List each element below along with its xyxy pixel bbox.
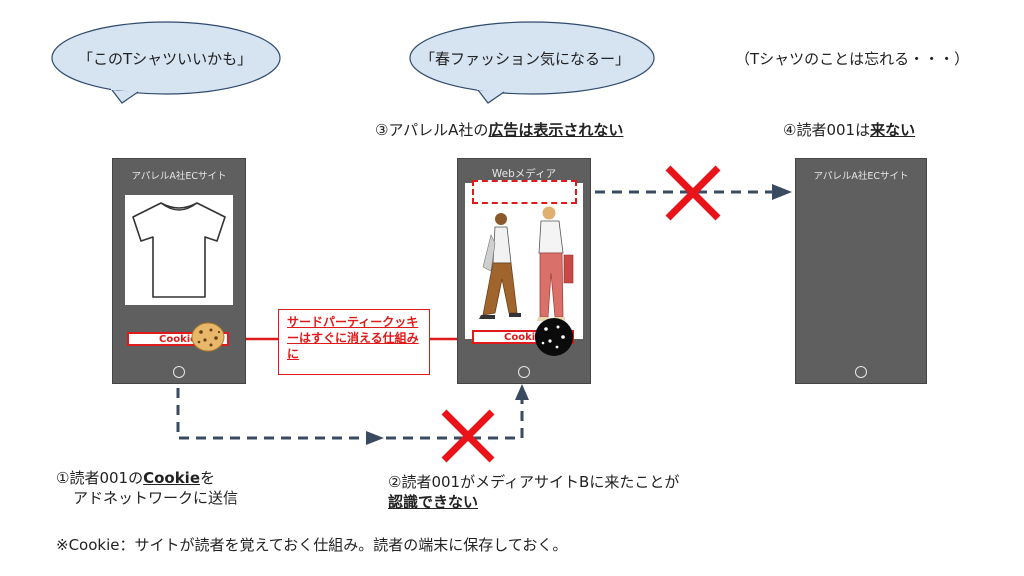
arrowhead-right-1: [366, 431, 384, 445]
speech-bubble-middle: [409, 21, 655, 104]
step4-prefix: ④読者001は: [783, 121, 871, 139]
step4-bold: 来ない: [870, 121, 916, 139]
step1-prefix: ①読者001の: [56, 469, 144, 487]
home-button[interactable]: [173, 366, 185, 378]
fashion-models-image: [465, 183, 583, 339]
phone-ec-site-right: アパレルA社ECサイト: [795, 158, 927, 384]
tshirt-image: [125, 195, 233, 305]
arrowhead-up: [515, 384, 529, 400]
step1-caption: ①読者001のCookieを アドネットワークに送信: [56, 468, 238, 508]
phone-ec-site: アパレルA社ECサイト Cookie: [112, 158, 246, 384]
step1-line2: アドネットワークに送信: [73, 489, 239, 507]
burnt-cookie-icon: [534, 317, 574, 357]
phone-ec-title-right: アパレルA社ECサイト: [813, 171, 909, 182]
step1-suffix: を: [200, 469, 216, 487]
step1-bold: Cookie: [143, 469, 200, 487]
home-button[interactable]: [855, 366, 867, 378]
step4-heading: ④読者001は来ない: [783, 119, 915, 140]
cookie-icon: [191, 322, 225, 352]
bubble-left-text: 「このTシャツいいかも」: [78, 50, 253, 68]
third-party-cookie-note: サードパーティークッキーはすぐに消える仕組みに: [278, 309, 430, 375]
phone-web-media: Webメディア Cookie: [457, 158, 591, 384]
ad-slot-empty: [472, 180, 577, 204]
step3-prefix: ③アパレルA社の: [375, 121, 489, 139]
step2-line1: ②読者001がメディアサイトBに来たことが: [388, 473, 680, 491]
step2-line2: 認識できない: [388, 493, 479, 511]
step3-heading: ③アパレルA社の広告は表示されない: [375, 119, 623, 140]
bubble-right-text: （Tシャツのことは忘れる・・・）: [735, 50, 970, 68]
arrowhead-right-2: [772, 184, 792, 200]
step3-bold: 広告は表示されない: [488, 121, 624, 139]
footnote: ※Cookie：サイトが読者を覚えておく仕組み。読者の端末に保存しておく。: [56, 536, 568, 554]
phone-media-title: Webメディア: [491, 168, 557, 180]
dashed-arrow-up-to-media: [386, 398, 524, 440]
step2-caption: ②読者001がメディアサイトBに来たことが 認識できない: [388, 472, 679, 512]
red-x-icon: [441, 409, 495, 463]
phone-ec-title: アパレルA社ECサイト: [131, 171, 227, 182]
dashed-arrow-to-adnetwork: [176, 388, 370, 440]
speech-bubble-left: [51, 21, 281, 104]
bubble-middle-text: 「春ファッション気になるー」: [420, 50, 631, 68]
red-x-icon: [665, 165, 721, 221]
home-button[interactable]: [518, 366, 530, 378]
